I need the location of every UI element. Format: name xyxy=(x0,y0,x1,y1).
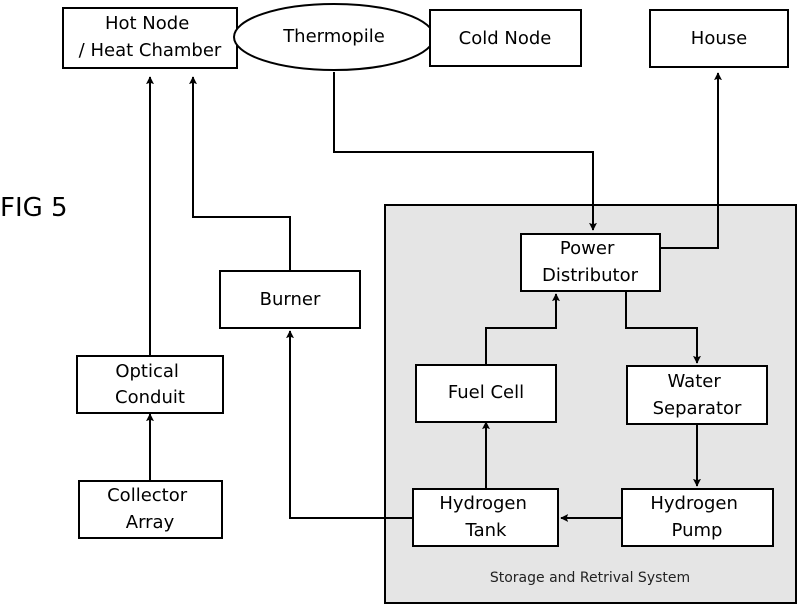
node-hydrogen-pump: Hydrogen Pump xyxy=(621,488,774,547)
svg-text:Optical Conduit: Optical Conduit xyxy=(115,361,185,408)
node-hot-node: Hot Node / Heat Chamber xyxy=(62,7,238,69)
node-collector-array: Collector Array xyxy=(78,480,223,539)
hydrogen-pump-label-line-1: Hydrogen xyxy=(650,493,738,514)
storage-retrieval-group-label: Storage and Retrival System xyxy=(490,570,690,586)
edge-power-to-water-separator xyxy=(625,291,701,364)
optical-conduit-label-line-1: Optical xyxy=(115,361,179,382)
node-burner: Burner xyxy=(219,270,361,329)
collector-array-box xyxy=(78,480,223,539)
water-separator-label-line-1: Water xyxy=(668,371,722,392)
hydrogen-tank-box xyxy=(412,488,559,547)
node-thermopile: Thermopile xyxy=(233,3,435,71)
edge-burner-to-hot-node xyxy=(189,76,291,271)
svg-text:Water Separator: Water Separator xyxy=(653,371,742,419)
burner-box xyxy=(219,270,361,329)
hydrogen-pump-label-line-2: Pump xyxy=(672,520,723,541)
water-separator-box xyxy=(626,365,768,425)
house-box xyxy=(649,9,789,68)
hot-node-box xyxy=(62,7,238,69)
edge-fuel-cell-to-power xyxy=(485,293,560,365)
optical-conduit-box xyxy=(76,355,224,414)
cold-node-label: Cold Node xyxy=(459,28,552,49)
node-water-separator: Water Separator xyxy=(626,365,768,425)
node-cold-node: Cold Node xyxy=(429,9,582,67)
collector-array-label-line-2: Array xyxy=(126,512,175,533)
power-distributor-box xyxy=(520,233,661,292)
svg-text:Hot Node / Heat Chamber: Hot Node / Heat Chamber xyxy=(79,13,222,61)
node-optical-conduit: Optical Conduit xyxy=(76,355,224,414)
house-label: House xyxy=(691,28,747,49)
edge-thermopile-to-power xyxy=(333,72,597,231)
hydrogen-tank-label-line-2: Tank xyxy=(465,520,507,541)
power-distributor-label-line-1: Power xyxy=(560,238,615,259)
svg-text:Power Distributor: Power Distributor xyxy=(542,238,639,286)
fuel-cell-label: Fuel Cell xyxy=(448,382,524,403)
optical-conduit-label-line-2: Conduit xyxy=(115,387,185,408)
node-fuel-cell: Fuel Cell xyxy=(415,364,557,423)
node-hydrogen-tank: Hydrogen Tank xyxy=(412,488,559,547)
node-power-distributor: Power Distributor xyxy=(520,233,661,292)
edge-hydrogen-tank-to-burner xyxy=(286,330,413,519)
burner-label: Burner xyxy=(260,289,321,310)
cold-node-box xyxy=(429,9,582,67)
figure-label: FIG 5 xyxy=(0,193,68,223)
hydrogen-tank-label-line-1: Hydrogen xyxy=(439,493,527,514)
edges xyxy=(146,72,722,522)
svg-text:Collector Array: Collector Array xyxy=(107,485,193,533)
hot-node-label-line-1: Hot Node xyxy=(105,13,189,34)
edge-power-to-house xyxy=(660,72,722,249)
fuel-cell-box xyxy=(415,364,557,423)
water-separator-label-line-2: Separator xyxy=(653,398,742,419)
node-house: House xyxy=(649,9,789,68)
collector-array-label-line-1: Collector xyxy=(107,485,188,506)
hydrogen-pump-box xyxy=(621,488,774,547)
svg-text:Hydrogen Pump: Hydrogen Pump xyxy=(650,493,743,541)
thermopile-label: Thermopile xyxy=(282,26,385,47)
svg-text:Hydrogen Tank: Hydrogen Tank xyxy=(439,493,532,541)
power-distributor-label-line-2: Distributor xyxy=(542,265,639,286)
hot-node-label-line-2: / Heat Chamber xyxy=(79,40,222,61)
